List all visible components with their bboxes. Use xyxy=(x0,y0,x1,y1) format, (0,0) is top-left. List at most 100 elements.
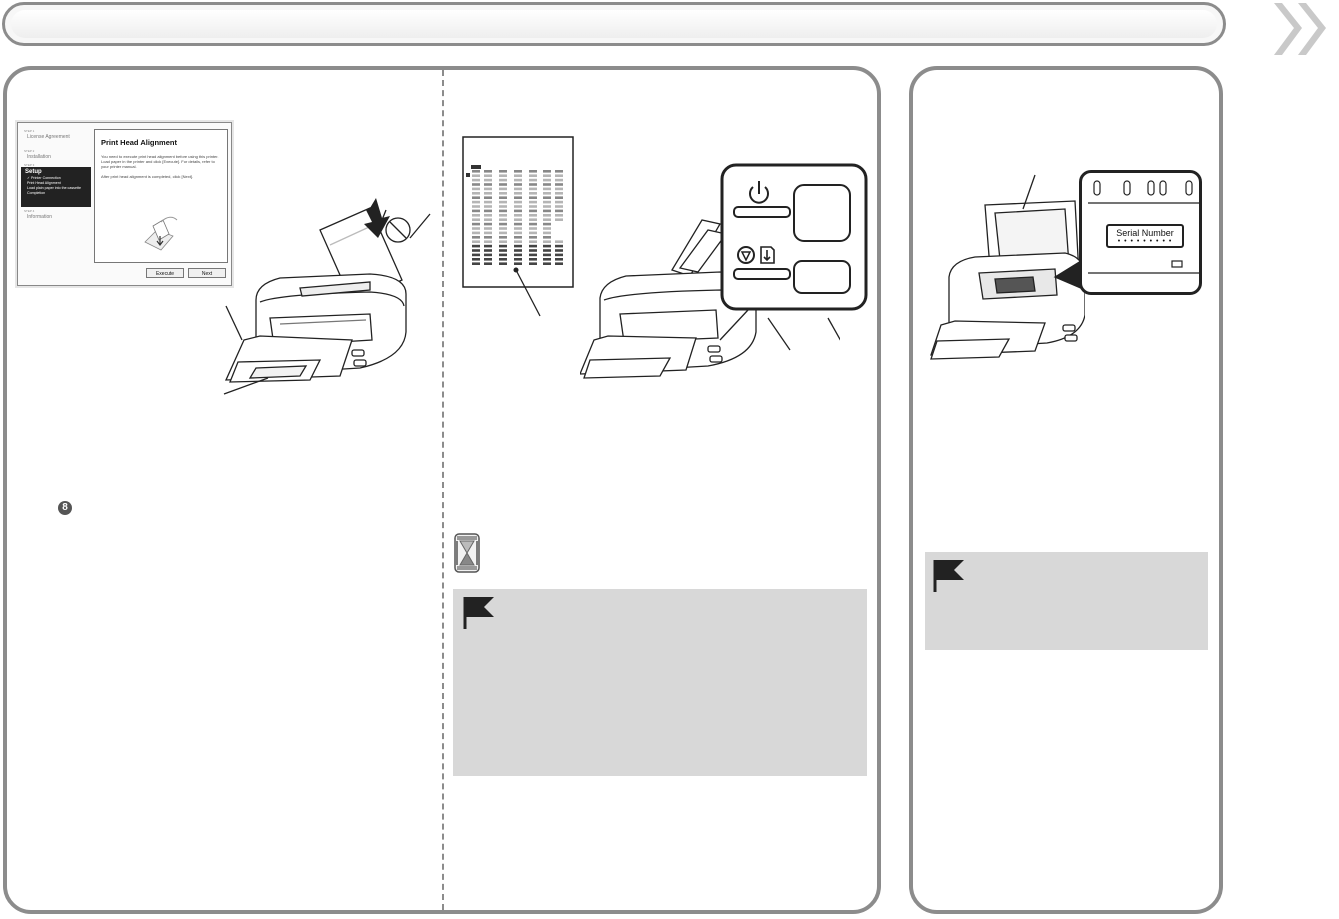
pattern-bar xyxy=(472,174,480,177)
header-bar-inner xyxy=(11,10,1217,38)
pattern-bar xyxy=(543,200,551,204)
power-icon xyxy=(749,181,769,204)
nav-setup-item: Completion xyxy=(27,191,46,195)
pattern-bar xyxy=(555,244,563,248)
nav-setup-heading: Setup xyxy=(25,169,42,175)
pattern-bar xyxy=(472,183,480,186)
pattern-bar xyxy=(472,205,480,208)
pattern-bar xyxy=(499,187,507,191)
pattern-bar xyxy=(514,214,522,217)
pattern-bar xyxy=(499,227,507,230)
nav-setup-item: Load plain paper into the cassette xyxy=(27,186,81,190)
pattern-bar xyxy=(499,178,507,182)
pattern-bar xyxy=(499,262,507,265)
pattern-bar xyxy=(472,253,480,257)
pattern-bar xyxy=(484,222,492,226)
pattern-bar xyxy=(499,209,507,213)
pattern-bar xyxy=(529,187,537,191)
pattern-bar xyxy=(543,187,551,191)
pattern-bar xyxy=(484,240,492,243)
pattern-bar xyxy=(472,244,480,248)
paper-feed-icon xyxy=(760,246,775,264)
pattern-bar xyxy=(543,205,551,208)
pattern-bar xyxy=(499,222,507,226)
next-page-arrows-icon[interactable] xyxy=(1268,0,1338,60)
pattern-bar xyxy=(543,249,551,252)
pattern-bar xyxy=(484,227,492,230)
pattern-bar xyxy=(499,258,507,261)
pattern-bar xyxy=(514,183,522,186)
pattern-bar xyxy=(514,187,522,191)
serial-number-callout: Serial Number • • • • • • • • • xyxy=(1079,170,1202,295)
pattern-bar xyxy=(555,249,563,252)
pattern-bar xyxy=(514,258,522,261)
nav-setup-section: Setup ✓ Printer Connection Print Head Al… xyxy=(21,167,91,207)
pattern-bar xyxy=(484,249,492,252)
pattern-bar xyxy=(529,183,537,186)
paper-loading-illustration xyxy=(144,216,178,251)
pattern-bar xyxy=(484,205,492,208)
hourglass-icon xyxy=(454,533,480,573)
pattern-bar xyxy=(484,192,492,195)
execute-button[interactable]: Execute xyxy=(146,268,184,278)
nav-item-information: Information xyxy=(27,214,53,220)
main-panel xyxy=(3,66,881,914)
pattern-bar xyxy=(499,240,507,243)
pattern-bar xyxy=(529,244,537,248)
pattern-bar xyxy=(529,209,537,213)
pattern-bar xyxy=(514,253,522,257)
pattern-bar xyxy=(529,205,537,208)
pattern-bar xyxy=(484,258,492,261)
nav-setup-item: Print Head Alignment xyxy=(27,181,61,185)
pattern-bar xyxy=(499,183,507,186)
pattern-bar xyxy=(529,240,537,243)
pattern-bar xyxy=(555,183,563,186)
pattern-bar xyxy=(484,187,492,191)
pattern-bar xyxy=(499,249,507,252)
pattern-bar xyxy=(529,231,537,235)
pattern-bar xyxy=(472,178,480,182)
pattern-bar xyxy=(555,205,563,208)
pattern-bar xyxy=(499,236,507,239)
pattern-bar xyxy=(484,174,492,177)
nav-step: STEP 4 xyxy=(24,209,35,213)
pattern-bar xyxy=(543,253,551,257)
pattern-bar xyxy=(543,209,551,213)
printer-open-illustration xyxy=(930,174,1085,360)
pattern-bar xyxy=(472,218,480,221)
nav-item-license: License Agreement xyxy=(27,134,70,140)
pattern-bar xyxy=(543,236,551,239)
pattern-bar xyxy=(484,244,492,248)
pattern-bar xyxy=(472,192,480,195)
pattern-bar xyxy=(555,200,563,204)
next-button[interactable]: Next xyxy=(188,268,226,278)
stop-icon xyxy=(737,246,755,264)
printer-interior-detail xyxy=(1088,180,1199,274)
pattern-bar xyxy=(484,231,492,235)
pattern-bar xyxy=(529,218,537,221)
pattern-bar xyxy=(543,178,551,182)
printer-paper-loading-illustration xyxy=(223,198,431,395)
pattern-bar xyxy=(555,196,563,199)
pattern-bar xyxy=(484,170,492,173)
pattern-bar xyxy=(529,253,537,257)
dialog-content: Print Head Alignment You need to execute… xyxy=(94,129,228,263)
pattern-bar xyxy=(514,231,522,235)
pattern-bar xyxy=(484,214,492,217)
pattern-bar xyxy=(472,196,480,199)
note-box-right xyxy=(925,552,1208,650)
dialog-text: You need to execute print head alignment… xyxy=(101,154,219,169)
pattern-bar xyxy=(514,209,522,213)
dialog-text: After print head alignment is completed,… xyxy=(101,174,194,179)
pattern-bar xyxy=(529,170,537,173)
control-panel-callout xyxy=(720,163,868,311)
pattern-bar xyxy=(543,222,551,226)
pattern-bar xyxy=(543,244,551,248)
pattern-bar xyxy=(499,196,507,199)
pattern-bar xyxy=(529,236,537,239)
pattern-bar xyxy=(555,209,563,213)
pattern-bar xyxy=(484,196,492,199)
alignment-pattern-printout xyxy=(462,136,574,288)
pattern-bar xyxy=(514,174,522,177)
panel-divider xyxy=(442,70,444,910)
